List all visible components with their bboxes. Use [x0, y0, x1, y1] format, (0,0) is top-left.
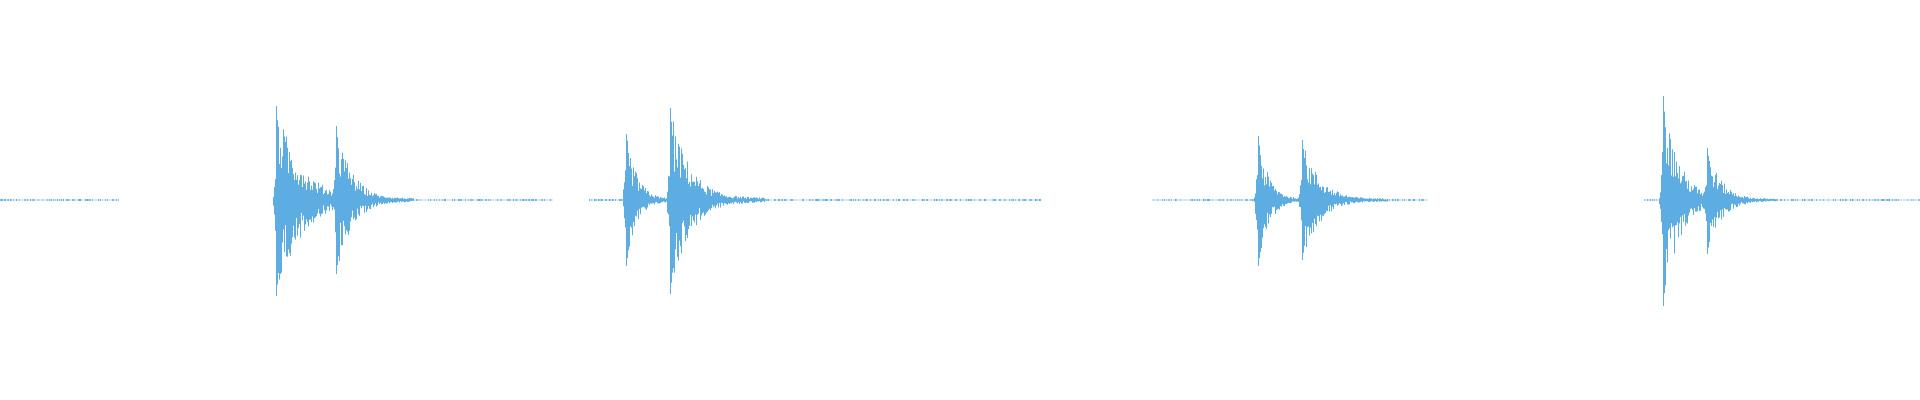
- waveform-path: [0, 96, 1920, 306]
- waveform-lines: [0, 96, 1920, 306]
